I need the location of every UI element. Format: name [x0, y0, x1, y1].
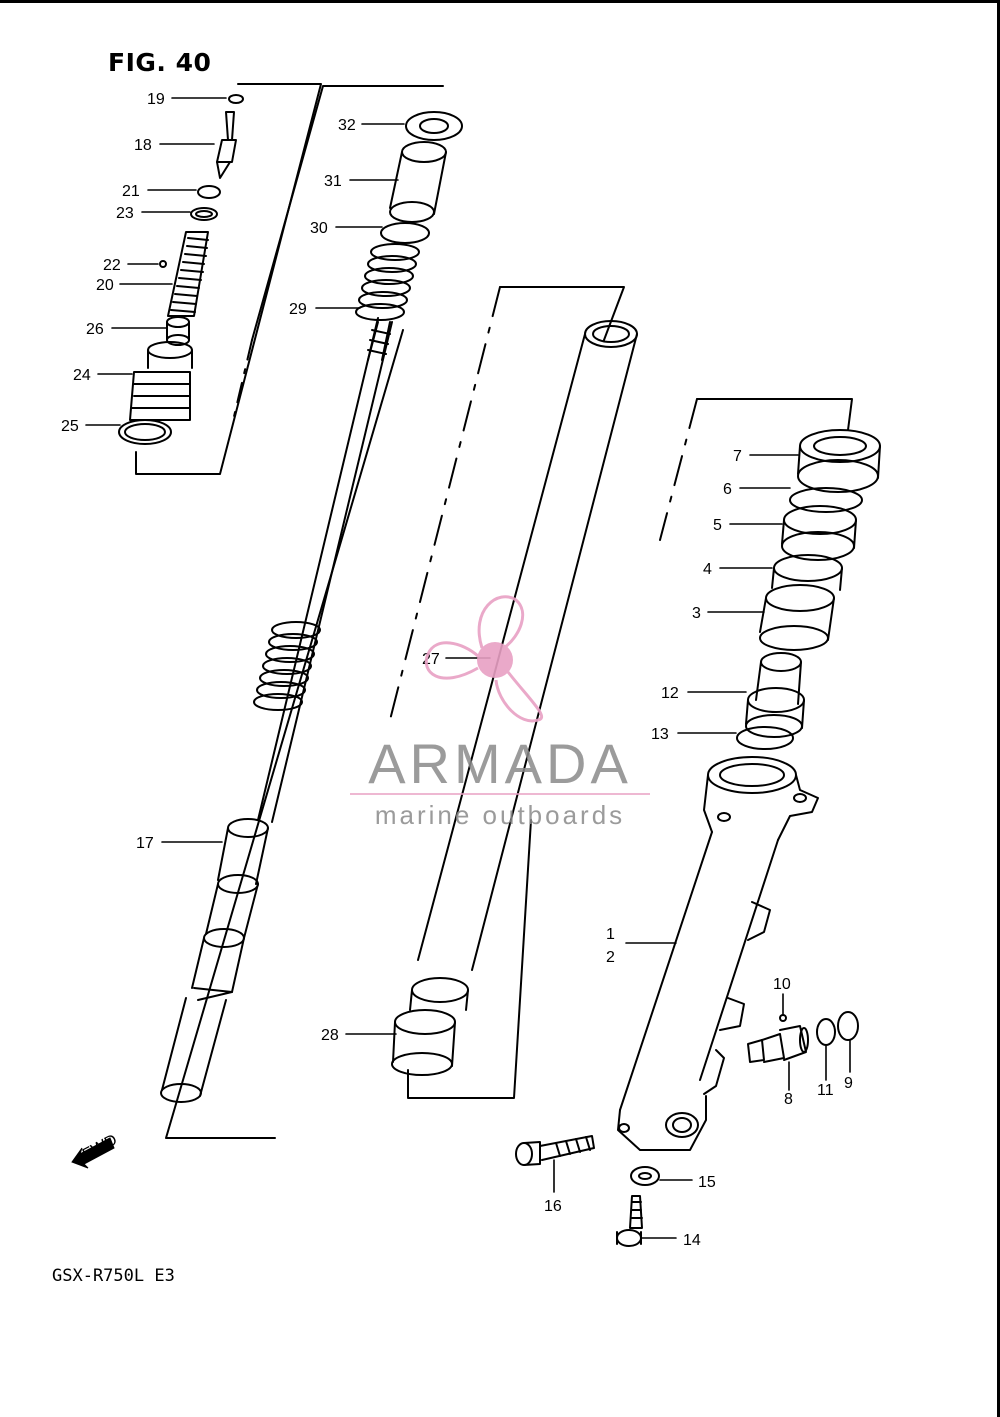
part-15-washer — [630, 1166, 660, 1186]
part-1-outer-tube — [617, 756, 819, 1151]
part-24-fork-cap — [129, 341, 193, 421]
part-25-o-ring — [118, 419, 172, 445]
callout-20: 20 — [96, 277, 114, 294]
callout-30: 30 — [310, 220, 328, 237]
watermark-brand: ARMADA — [368, 732, 632, 795]
leader-lines — [85, 97, 851, 1239]
callout-32: 32 — [338, 117, 356, 134]
damper-rod-group — [160, 85, 463, 1139]
callout-23: 23 — [116, 205, 134, 222]
rebound-spring — [253, 621, 321, 711]
damper-cap-group — [118, 83, 322, 475]
callout-3: 3 — [692, 605, 701, 622]
callout-2: 2 — [606, 949, 615, 966]
callout-13: 13 — [651, 726, 669, 743]
inner-tube-group — [389, 286, 638, 1099]
callout-4: 4 — [703, 561, 712, 578]
part-22-ball — [159, 260, 167, 268]
callout-22: 22 — [103, 257, 121, 274]
part-21-o-ring — [197, 185, 221, 199]
part-19-clip — [228, 94, 244, 104]
callout-6: 6 — [723, 481, 732, 498]
part-31-spacer — [389, 141, 447, 223]
part-3-guide-bushing — [759, 584, 835, 651]
callout-19: 19 — [147, 91, 165, 108]
damper-rod — [257, 317, 393, 823]
fwd-arrow-icon: FWD — [71, 1131, 120, 1169]
callout-7: 7 — [733, 448, 742, 465]
callout-numbers: 19 18 21 23 22 20 26 24 25 32 31 30 29 1… — [61, 91, 853, 1249]
outer-tube-group — [515, 398, 881, 1247]
callout-17: 17 — [136, 835, 154, 852]
callout-9: 9 — [844, 1075, 853, 1092]
callout-18: 18 — [134, 137, 152, 154]
part-10-ball — [779, 1014, 787, 1022]
watermark: ARMADA marine outboards — [350, 595, 650, 830]
part-6-stopper-ring — [789, 487, 863, 513]
part-17-damper-cylinder — [160, 818, 269, 1103]
callout-16: 16 — [544, 1198, 562, 1215]
part-5-oil-seal — [781, 505, 857, 561]
part-12-oil-lock-piece — [745, 652, 805, 738]
callout-26: 26 — [86, 321, 104, 338]
model-label: GSX-R750L E3 — [52, 1266, 175, 1286]
part-13-o-ring — [736, 726, 794, 750]
right-border — [997, 0, 1000, 1417]
callout-28: 28 — [321, 1027, 339, 1044]
part-14-damper-bolt — [616, 1195, 643, 1247]
callout-27: 27 — [422, 651, 440, 668]
callout-1: 1 — [606, 926, 615, 943]
part-8-drain-valve — [747, 1025, 809, 1063]
top-border — [0, 0, 1000, 3]
figure-title: FIG. 40 — [108, 48, 212, 77]
propeller-icon — [424, 595, 544, 723]
fwd-label: FWD — [80, 1131, 120, 1163]
part-18-adjuster-rod — [216, 111, 237, 179]
callout-10: 10 — [773, 976, 791, 993]
part-26-spacer — [166, 316, 190, 346]
watermark-tagline: marine outboards — [375, 800, 625, 830]
callout-8: 8 — [784, 1091, 793, 1108]
callout-12: 12 — [661, 685, 679, 702]
callout-29: 29 — [289, 301, 307, 318]
part-29-spring — [355, 243, 420, 321]
callout-31: 31 — [324, 173, 342, 190]
callout-14: 14 — [683, 1232, 701, 1249]
part-9-o-ring — [837, 1011, 859, 1041]
callout-25: 25 — [61, 418, 79, 435]
part-16-bolt — [515, 1135, 595, 1166]
callout-15: 15 — [698, 1174, 716, 1191]
part-4-oil-seal-retainer — [771, 554, 843, 591]
part-11-o-ring — [816, 1018, 836, 1046]
part-20-cap-bolt — [167, 231, 209, 317]
part-30-washer — [380, 222, 430, 244]
part-23-washer — [190, 207, 218, 221]
callout-24: 24 — [73, 367, 91, 384]
part-28-bushing — [391, 977, 469, 1076]
part-32-seat — [405, 111, 463, 141]
part-7-dust-seal — [797, 429, 881, 493]
callout-21: 21 — [122, 183, 140, 200]
callout-5: 5 — [713, 517, 722, 534]
callout-11: 11 — [817, 1082, 834, 1099]
